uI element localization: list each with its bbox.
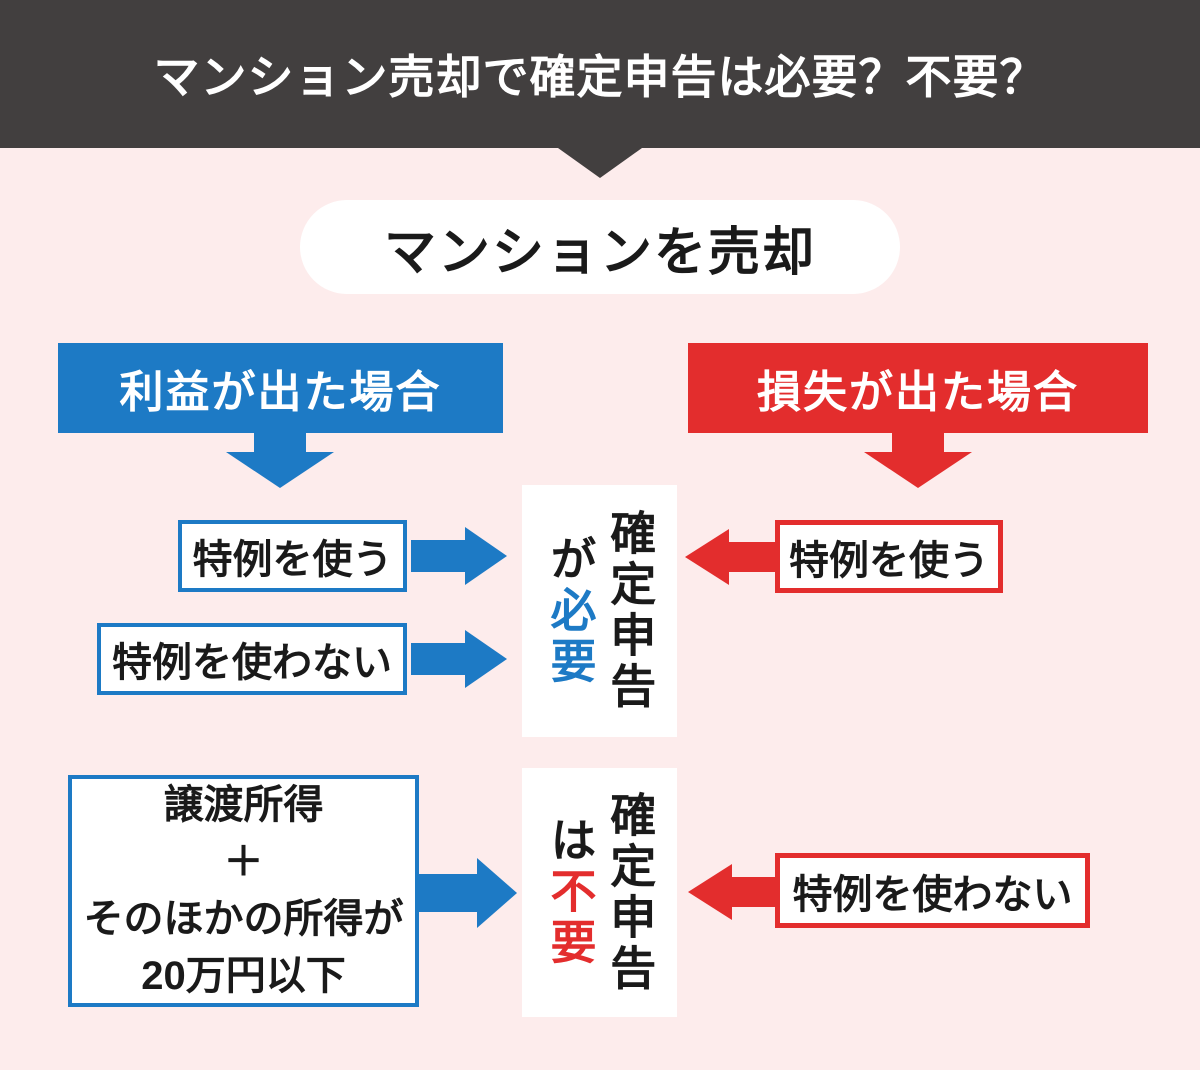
profit-case1-arrow-right-icon	[411, 527, 507, 585]
arrow-stem	[411, 643, 465, 675]
result-required-subject: 確定申告	[604, 509, 657, 713]
loss-branch-label: 損失が出た場合	[757, 368, 1079, 417]
start-node-label: マンションを売却	[383, 223, 816, 282]
result-required-particle: が	[544, 534, 597, 586]
arrow-stem	[254, 432, 306, 452]
loss-not-use-special-box: 特例を使わない	[775, 853, 1090, 928]
arrow-stem	[729, 542, 775, 572]
arrow-head	[477, 858, 517, 928]
income-condition-plus: ＋	[223, 840, 264, 885]
start-node: マンションを売却	[300, 200, 900, 294]
profit-use-special-label: 特例を使う	[192, 538, 393, 582]
profit-case2-arrow-right-icon	[411, 630, 507, 688]
profit-use-special-box: 特例を使う	[178, 520, 407, 592]
arrow-head	[226, 452, 334, 488]
loss-arrow-down-icon	[864, 432, 972, 488]
arrow-head	[688, 864, 732, 920]
loss-case1-arrow-left-icon	[685, 529, 775, 585]
header-pointer-triangle-icon	[558, 148, 642, 178]
arrow-head	[685, 529, 729, 585]
arrow-head	[465, 630, 507, 688]
loss-case2-arrow-left-icon	[688, 864, 778, 920]
arrow-stem	[419, 874, 477, 912]
result-required-text: 確定申告 が必要	[540, 485, 660, 737]
arrow-head	[864, 452, 972, 488]
profit-arrow-down-icon	[226, 432, 334, 488]
income-condition-line4: 20万円以下	[141, 953, 346, 998]
arrow-stem	[411, 540, 465, 572]
result-not-required-subject: 確定申告	[604, 790, 657, 995]
result-required-box: 確定申告 が必要	[522, 485, 677, 737]
profit-not-use-special-label: 特例を使わない	[112, 641, 392, 685]
income-condition-box: 譲渡所得 ＋ そのほかの所得が 20万円以下	[68, 775, 419, 1007]
income-condition-line1: 譲渡所得	[163, 783, 324, 828]
income-condition-line3: そのほかの所得が	[83, 897, 404, 941]
header-banner: マンション売却で確定申告は必要？不要？	[0, 0, 1200, 148]
loss-not-use-special-label: 特例を使わない	[792, 872, 1073, 917]
profit-not-use-special-box: 特例を使わない	[97, 623, 407, 695]
profit-branch-banner: 利益が出た場合	[58, 343, 503, 433]
arrow-head	[465, 527, 507, 585]
loss-use-special-box: 特例を使う	[775, 520, 1003, 593]
result-not-required-box: 確定申告 は不要	[522, 768, 677, 1017]
result-not-required-particle: は	[544, 816, 597, 867]
result-required-verdict: 必要	[544, 585, 597, 688]
income-condition-arrow-right-icon	[419, 858, 517, 928]
arrow-stem	[732, 877, 778, 907]
arrow-stem	[892, 432, 944, 452]
loss-use-special-label: 特例を使う	[789, 538, 989, 583]
result-not-required-text: 確定申告 は不要	[540, 768, 660, 1017]
profit-branch-label: 利益が出た場合	[119, 368, 442, 417]
result-not-required-verdict: 不要	[544, 867, 597, 969]
loss-branch-banner: 損失が出た場合	[688, 343, 1148, 433]
page-title: マンション売却で確定申告は必要？不要？	[153, 51, 1047, 103]
